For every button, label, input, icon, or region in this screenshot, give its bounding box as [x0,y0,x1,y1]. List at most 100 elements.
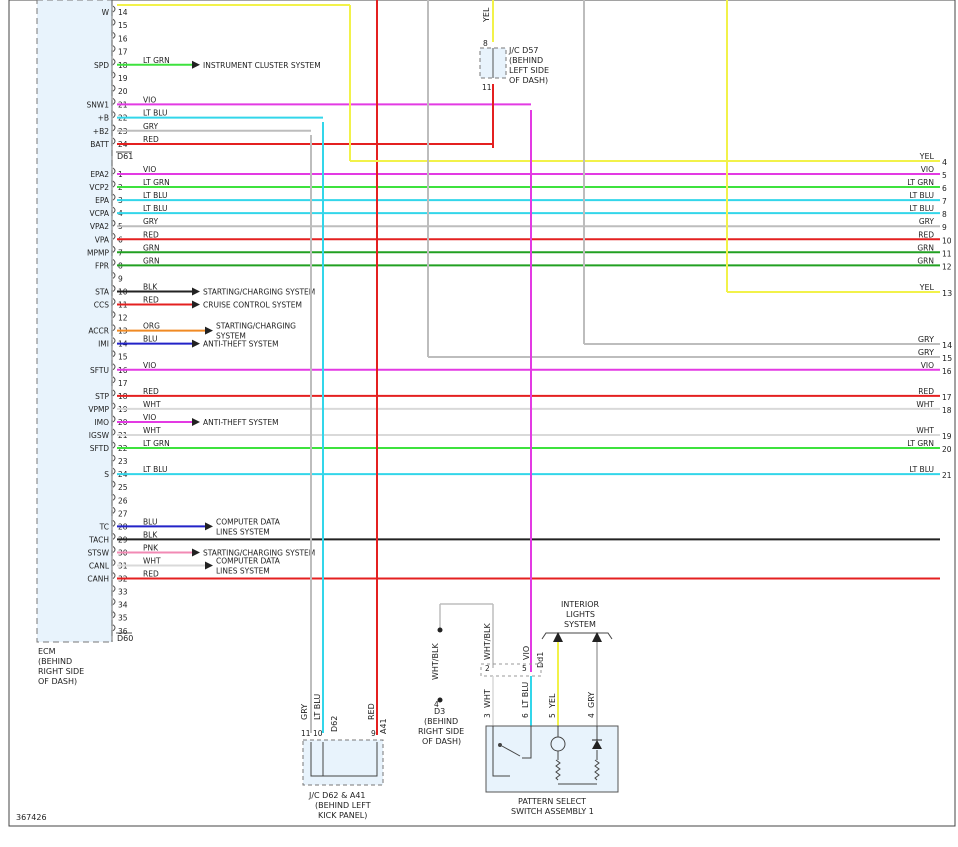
pin-bracket [112,111,116,118]
wire-color-label: RED [143,296,159,305]
destination-label: STARTING/CHARGING SYSTEM [203,287,315,296]
pin-number: 15 [118,21,128,30]
right-wire-label: RED [918,230,934,239]
pin-bracket [112,624,116,632]
pin-bracket [112,559,116,566]
d57-wire-label: YEL [482,7,491,23]
pin-bracket [112,585,116,592]
right-label-gry-15: GRY [918,348,934,357]
pin-bracket [112,137,116,145]
pin-bracket [112,71,116,79]
diode-icon [592,740,602,749]
wire-color-label: WHT [143,557,161,566]
right-num-13: 13 [942,289,952,298]
jc-d62-wire-gry: GRY [300,704,309,720]
sw-lower-pin-3: 3 [483,713,492,718]
pin-bracket [112,167,116,175]
pin-bracket [112,402,116,410]
pin-bracket [112,572,116,579]
pin-bracket [112,337,116,345]
pin-name: SNW1 [86,100,109,109]
right-pin-number: 18 [942,406,952,415]
wire-color-label: LT BLU [143,465,168,474]
pin-name: +B2 [93,127,109,136]
jc-d57-label-2: (BEHIND [509,56,543,65]
pin-name: FPR [95,261,109,270]
switch-label-1: PATTERN SELECT [518,797,586,806]
destination-label: SYSTEM [216,332,246,341]
wire-color-label: WHT [143,400,161,409]
wire-color-label: VIO [143,165,156,174]
pin-bracket [112,376,116,384]
pin-name: EPA2 [90,170,109,179]
interior-label-3: SYSTEM [564,620,596,629]
wire-color-label: GRN [143,243,160,252]
pin-name: IMO [94,418,109,427]
pin-bracket [112,546,116,553]
destination-label: ANTI-THEFT SYSTEM [203,418,279,427]
sw-lower-wire-yel: YEL [548,693,557,709]
pin-number: 27 [118,509,128,518]
pin-number: 17 [118,379,128,388]
pin-number: 14 [118,8,128,17]
pin-bracket [112,467,116,475]
ecm-connector-top: D61 [117,152,133,161]
jc-d57-pin-top: 8 [483,39,488,48]
pin-bracket [112,272,116,279]
right-pin-number: 5 [942,171,947,180]
right-pin-number: 10 [942,236,952,245]
jc-d62-label-1: J/C D62 & A41 [308,791,366,800]
switch-assembly-box [485,725,619,793]
jc-d62-label-3: KICK PANEL) [318,811,367,820]
right-wire-label: VIO [921,165,934,174]
jc-a41-conn: A41 [379,718,388,734]
pin-bracket [112,45,116,52]
pin-bracket [112,415,116,423]
pin-number: 35 [118,614,128,623]
pin-bracket [112,441,116,449]
sw-upper-conn-box [480,663,542,677]
pin-bracket [112,124,116,132]
interior-bracket [541,632,613,640]
pin-number: 20 [118,87,128,96]
right-pin-number: 11 [942,249,952,258]
pin-bracket [112,232,116,240]
wire-color-label: GRN [143,256,160,265]
pin-bracket [112,363,116,371]
wire-color-label: BLU [143,335,157,344]
pin-bracket [112,324,116,331]
right-wire-label: LT BLU [909,465,934,474]
wire-color-label: VIO [143,95,156,104]
jc-d57-label-3: LEFT SIDE [509,66,549,75]
pin-bracket [112,598,116,606]
sw-upper-pin-5: 5 [522,664,527,673]
pin-bracket [112,519,116,527]
right-num-4: 4 [942,158,947,167]
wire-color-label: VIO [143,413,156,422]
destination-label: STARTING/CHARGING [216,322,296,331]
destination-label: LINES SYSTEM [216,567,270,576]
sw-upper-pin-2: 2 [485,664,490,673]
pin-number: 34 [118,601,128,610]
right-pin-number: 19 [942,432,952,441]
destination-label: ANTI-THEFT SYSTEM [203,340,279,349]
pin-number: 25 [118,483,128,492]
d3-pin: 4 [434,700,439,709]
pin-bracket [112,32,116,39]
wire-color-label: RED [143,230,159,239]
pin-name: VPMP [88,405,109,414]
right-wire-label: LT BLU [909,191,934,200]
arrow-right-icon [192,300,200,309]
pin-number: 19 [118,74,128,83]
right-wire-label: RED [918,387,934,396]
pin-bracket [112,180,116,188]
arrow-right-icon [192,339,200,348]
jc-d62-pin-9: 9 [371,729,376,738]
wire-color-label: LT GRN [143,178,170,187]
pin-bracket [112,219,116,227]
wire-color-label: GRY [143,217,159,226]
pin-number: 26 [118,496,128,505]
wire-color-label: PNK [143,543,159,552]
